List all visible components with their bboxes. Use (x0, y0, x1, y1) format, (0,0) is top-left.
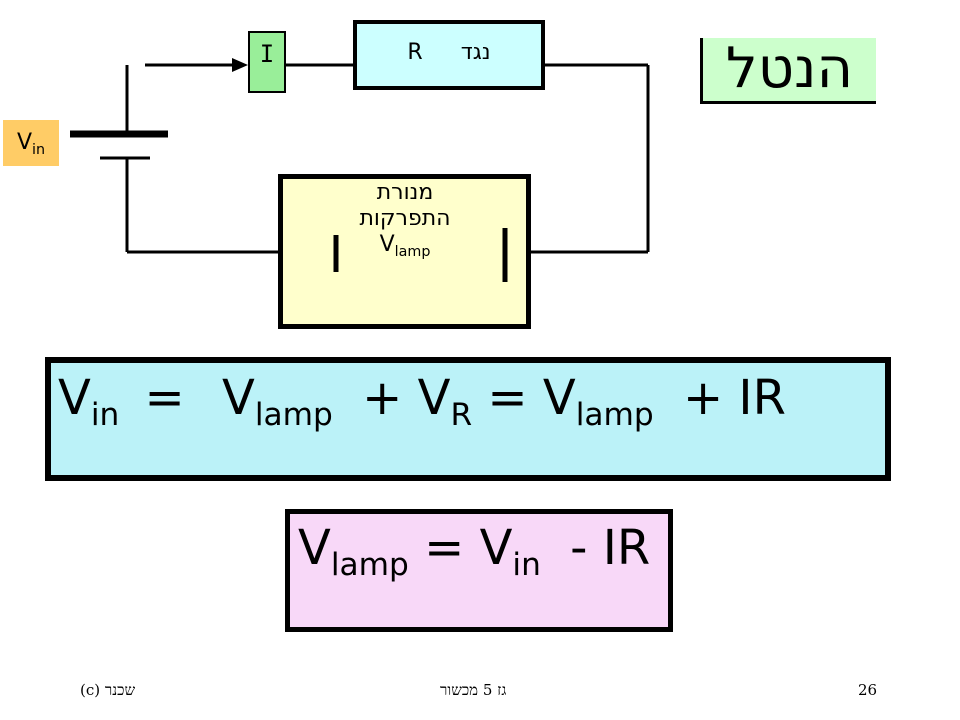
equation-main: Vin = Vlamp + VR = Vlamp + IR (58, 370, 786, 433)
resistor-box: נגד R (353, 20, 545, 90)
resistor-symbol: R (407, 40, 423, 65)
ammeter-box: I (248, 31, 286, 93)
discharge-lamp-box (278, 174, 531, 329)
lamp-label-line2: התפרקות (359, 206, 451, 231)
slide-title: הנטל (700, 38, 876, 104)
current-arrow-icon (232, 58, 248, 72)
ammeter-label: I (259, 40, 275, 68)
lamp-label: מנורת התפרקות Vlamp (330, 180, 480, 265)
footer-page-number: 26 (858, 681, 878, 699)
equation-result-box (285, 509, 673, 632)
equation-result: Vlamp = Vin - IR (298, 520, 651, 583)
resistor-name: נגד (460, 40, 491, 65)
lamp-label-line1: מנורת (376, 180, 434, 205)
lamp-symbol: Vlamp (379, 232, 431, 260)
source-voltage-label: Vin (3, 120, 59, 166)
footer-course: גז 5 מכשור (440, 681, 507, 699)
equation-main-box (45, 357, 891, 481)
footer-copyright: שכנר (c) (80, 681, 136, 699)
